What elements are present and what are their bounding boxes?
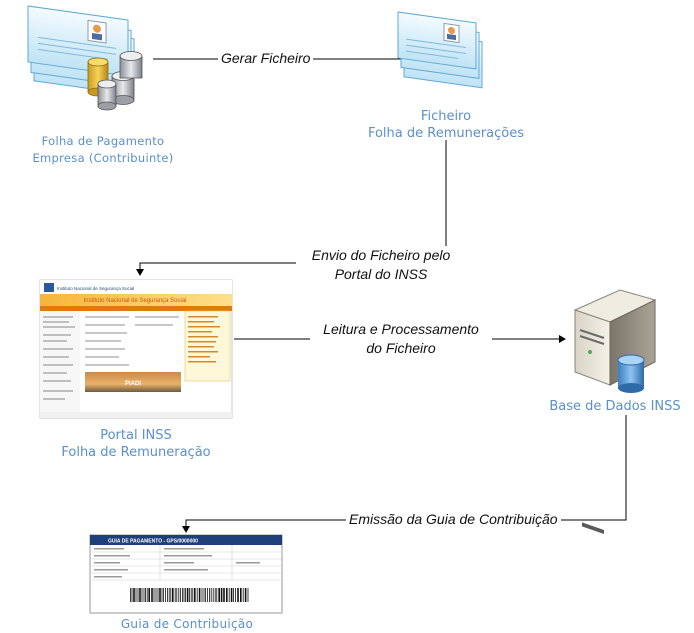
edge-send-line1: Envio do Ficheiro pelo [311,247,451,263]
edge-generate-text: Gerar Ficheiro [221,50,311,66]
edge-issue-text: Emissão da Guia de Contribuição [349,511,558,527]
edge-send-label: Envio do Ficheiro pelo Portal do INSS [296,246,466,284]
portal-label-line2: Folha de Remuneração [61,445,211,460]
edge-send-line2: Portal do INSS [334,266,428,282]
portal-photo-text: PIADI [125,381,141,387]
portal-banner-text: Instituto Nacional de Segurança Social [83,298,186,304]
payroll-label-line2: Empresa (Contribuinte) [32,151,174,165]
file-label: Ficheiro Folha de Remunerações [360,108,532,142]
file-documents-icon [397,11,483,89]
guia-header-title: GUIA DE PAGAMENTO - GPS/0000000 [108,539,198,545]
file-label-line1: Ficheiro [420,109,472,124]
guia-barcode [130,588,249,602]
edge-generate-label: Gerar Ficheiro [218,49,314,68]
portal-label-line1: Portal INSS [100,428,172,443]
database-label: Base de Dados INSS [538,398,692,415]
payroll-label: Folha de Pagamento Empresa (Contribuinte… [18,133,188,167]
guia-label-text: Guia de Contribuição [120,617,254,631]
portal-header-title: Instituto Nacional de Segurança Social [57,286,134,291]
edge-read-line2: do Ficheiro [366,340,436,356]
file-label-line2: Folha de Remunerações [367,126,525,141]
database-label-text: Base de Dados INSS [549,399,681,414]
edge-read-line1: Leitura e Processamento [323,321,479,337]
guia-document-icon: GUIA DE PAGAMENTO - GPS/0000000 [89,534,283,614]
portal-screenshot: Instituto Nacional de Segurança Social I… [39,279,233,419]
portal-label: Portal INSS Folha de Remuneração [46,427,226,461]
guia-label: Guia de Contribuição [96,616,278,633]
edge-send-to-portal [136,140,447,276]
payroll-documents-icon [27,5,143,111]
edge-issue-label: Emissão da Guia de Contribuição [346,510,561,529]
payroll-label-line1: Folha de Pagamento [41,134,165,148]
edge-read-label: Leitura e Processamento do Ficheiro [310,320,492,358]
database-server-icon [573,289,657,534]
